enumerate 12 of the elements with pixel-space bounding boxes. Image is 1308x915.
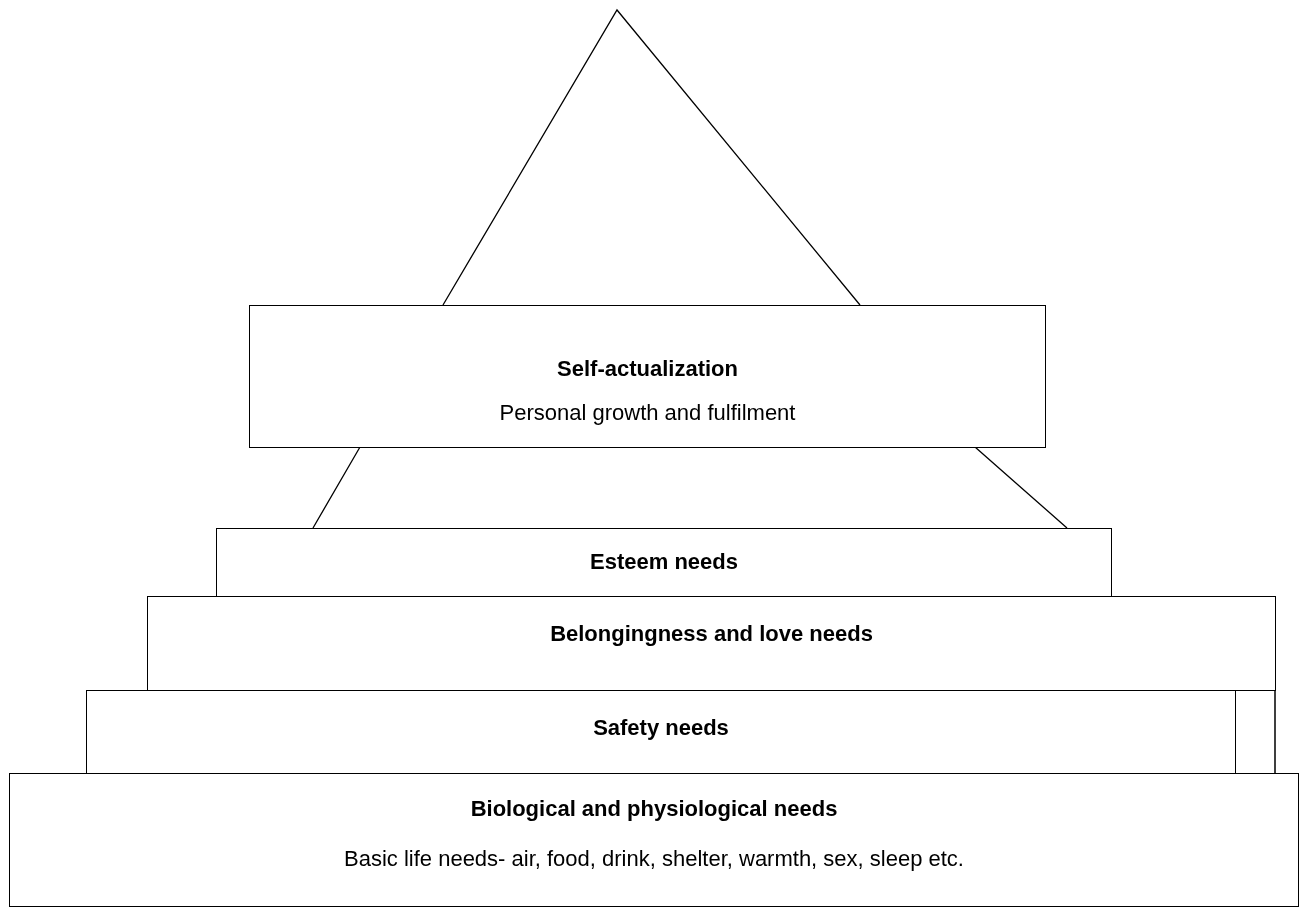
level-title: Belongingness and love needs — [550, 621, 873, 647]
level-box — [9, 773, 1299, 907]
level-title: Biological and physiological needs — [470, 796, 838, 822]
level-title: Esteem needs — [590, 549, 738, 575]
level-box — [147, 596, 1276, 691]
level-description: Basic life needs- air, food, drink, shelter, warmth, sex, sleep etc. — [344, 846, 964, 872]
level-box — [249, 305, 1046, 448]
level-title: Safety needs — [593, 715, 729, 741]
level-box — [216, 528, 1112, 597]
level-title: Self-actualization — [557, 356, 738, 382]
level-box — [86, 690, 1236, 774]
level-description: Personal growth and fulfilment — [499, 400, 796, 426]
